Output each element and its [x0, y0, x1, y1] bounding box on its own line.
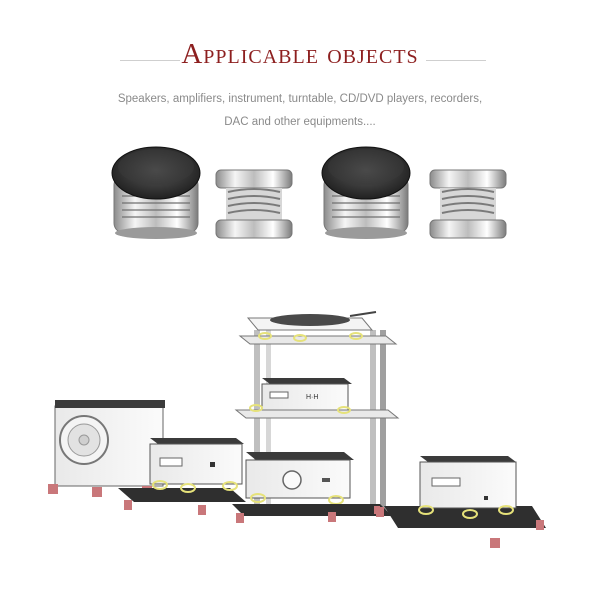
product-spike-2: [321, 146, 411, 239]
amplifier-right: [376, 456, 546, 548]
amplifier-left: [118, 438, 246, 515]
product-spike-1: [111, 146, 201, 239]
title-divider-left: [120, 60, 180, 61]
page-title: Applicable objects: [181, 38, 419, 70]
product-spring-isolator-2: [429, 169, 507, 239]
equipment-rack: H·H: [232, 311, 400, 523]
subwoofer: [48, 400, 165, 497]
product-spring-isolator-1: [215, 169, 293, 239]
title-divider-right: [426, 60, 486, 61]
applicable-description: Speakers, amplifiers, instrument, turnta…: [117, 93, 483, 128]
svg-text:H·H: H·H: [306, 394, 318, 401]
heading-row: Applicable objects: [0, 38, 600, 78]
